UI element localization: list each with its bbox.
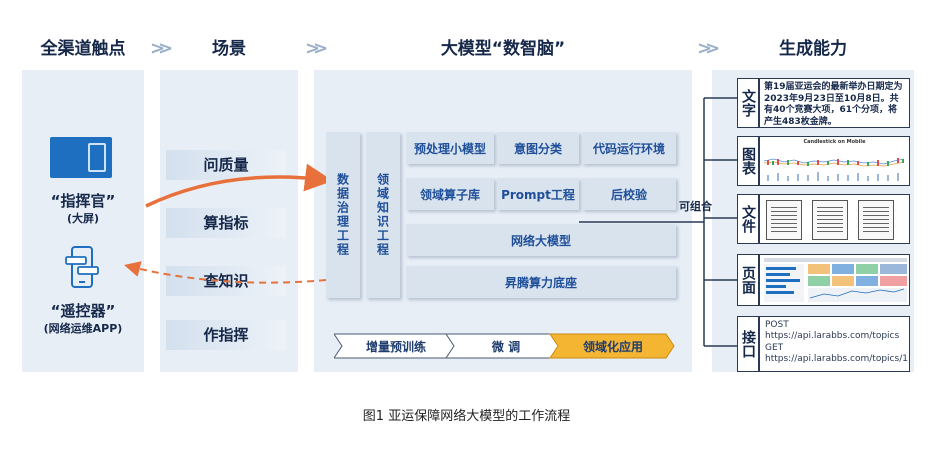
network-model-box: 网络大模型 [406,224,676,256]
output-tag-page: 页面 [737,254,759,306]
scene-item: 算指标 [166,208,286,238]
compute-base-box: 昇腾算力底座 [406,266,676,298]
header-scenes: 场景 [212,39,246,59]
prompt-engineering-box: Prompt工程 [497,178,579,210]
chevron-icon: >> [150,38,173,59]
step-domain-application: 领域化应用 [582,339,643,354]
command-subtitle: (大屏) [66,212,100,225]
remote-subtitle: (网络运维APP) [43,322,123,335]
header-outputs: 生成能力 [779,39,847,59]
output-tag-file: 文件 [737,194,759,244]
chevron-icon: >> [305,38,328,59]
combinable-label: 可组合 [679,200,712,213]
document-icon [766,200,802,240]
remote-title: “遥控器” [50,302,116,320]
preprocess-model-box: 预处理小模型 [406,132,494,164]
header-touchpoints: 全渠道触点 [40,39,126,59]
document-icon [858,200,894,240]
api-method: GET [765,342,784,353]
knowledge-engineering-box: 领域知识工程 [366,132,400,298]
big-screen-icon [50,137,112,178]
training-steps [334,333,675,359]
api-method: POST [765,320,789,330]
step-finetune: 微 调 [491,339,521,354]
output-page-box [759,254,910,306]
intent-classification-box: 意图分类 [497,132,579,164]
data-governance-box: 数据治理工程 [326,132,360,298]
document-icon [812,200,848,240]
output-chart-box: Candlestick on Mobile [759,136,910,186]
output-tag-text: 文字 [737,78,759,128]
api-url: https://api.larabbs.com/topics/1 [765,353,908,364]
domain-operator-box: 领域算子库 [406,178,494,210]
output-text-box: 第19届亚运会的最新举办日期定为2023年9月23日至10月8日。共有40个竞赛… [759,78,910,128]
figure-caption: 图1 亚运保障网络大模型的工作流程 [362,409,571,424]
candlestick-thumbnail [764,158,905,181]
api-url: https://api.larabbs.com/topics [765,331,900,342]
chevron-icon: >> [697,38,720,59]
output-tag-chart: 图表 [737,136,759,186]
scene-item: 问质量 [166,150,286,180]
step-pretraining: 增量预训练 [365,339,426,354]
dashboard-thumbnail [764,258,907,302]
scene-item: 查知识 [166,266,286,296]
post-check-box: 后校验 [582,178,676,210]
output-api-box: POST https://api.larabbs.com/topics GET … [759,316,910,372]
code-runtime-box: 代码运行环境 [582,132,676,164]
output-tag-api: 接口 [737,316,759,372]
header-brain: 大模型“数智脑” [440,39,566,59]
scene-item: 作指挥 [166,320,286,350]
mini-chart-title: Candlestick on Mobile [803,139,866,145]
touchpoint-column [22,70,144,372]
command-title: “指挥官” [50,192,116,210]
mobile-app-icon [65,246,99,288]
